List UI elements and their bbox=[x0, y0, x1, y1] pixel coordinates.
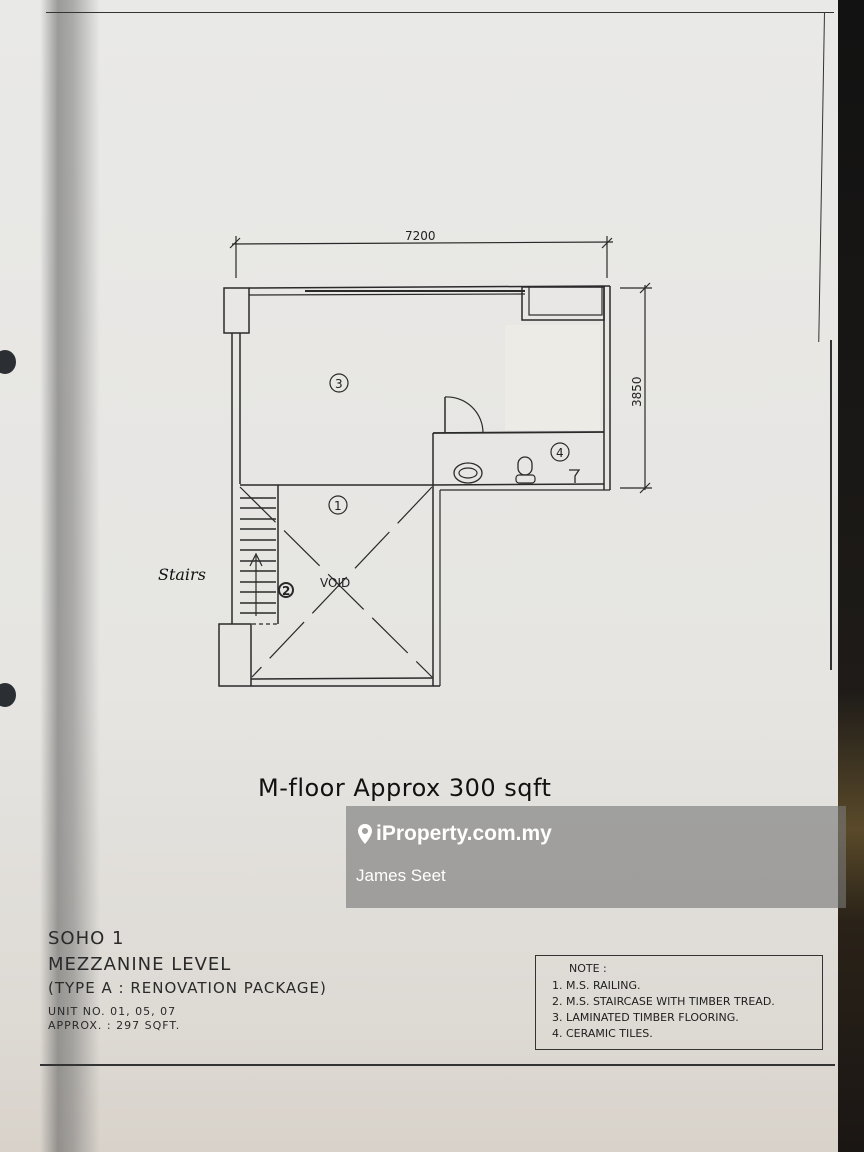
unit-numbers: UNIT NO. 01, 05, 07 bbox=[48, 1005, 177, 1018]
note-item: 4. CERAMIC TILES. bbox=[552, 1027, 653, 1040]
watermark-brand: iProperty.com.my bbox=[358, 822, 552, 846]
width-dimension-label: 7200 bbox=[405, 229, 436, 243]
column bbox=[223, 287, 250, 334]
area-number-2: 2 bbox=[282, 584, 290, 598]
area-number-3: 3 bbox=[335, 377, 343, 391]
note-item: 2. M.S. STAIRCASE WITH TIMBER TREAD. bbox=[552, 995, 775, 1008]
area-marker-3 bbox=[329, 373, 349, 393]
location-pin-icon bbox=[358, 824, 372, 844]
package-type: (TYPE A : RENOVATION PACKAGE) bbox=[48, 979, 327, 997]
notes-box: NOTE : 1. M.S. RAILING. 2. M.S. STAIRCAS… bbox=[535, 955, 823, 1050]
watermark-overlay: iProperty.com.my James Seet bbox=[346, 806, 846, 908]
drawing-frame-bottom bbox=[40, 1064, 835, 1066]
toilet-icon bbox=[517, 456, 533, 476]
watermark-brand-text: iProperty.com.my bbox=[376, 822, 552, 845]
title-block: SOHO 1 MEZZANINE LEVEL (TYPE A : RENOVAT… bbox=[48, 928, 327, 1032]
drawing-frame-top bbox=[46, 12, 834, 13]
floor-trap-icon bbox=[569, 469, 581, 483]
approx-area: APPROX. : 297 SQFT. bbox=[48, 1019, 181, 1032]
notes-heading: NOTE : bbox=[569, 962, 607, 975]
handwritten-area-note: M-floor Approx 300 sqft bbox=[258, 774, 552, 802]
binding-shadow bbox=[40, 0, 100, 1152]
dimension-line-width bbox=[231, 241, 614, 245]
punch-hole bbox=[0, 350, 16, 374]
background-table bbox=[838, 0, 864, 1152]
void-label: VOID bbox=[320, 576, 350, 590]
handwritten-stairs-label: Stairs bbox=[158, 565, 206, 584]
punch-hole bbox=[0, 683, 16, 707]
note-item: 3. LAMINATED TIMBER FLOORING. bbox=[552, 1011, 739, 1024]
erased-area bbox=[505, 325, 600, 430]
watermark-agent-name: James Seet bbox=[356, 866, 446, 885]
area-marker-4 bbox=[550, 442, 570, 462]
paper-sheet bbox=[0, 0, 843, 1152]
basin-icon bbox=[453, 462, 483, 484]
area-marker-2 bbox=[278, 582, 294, 598]
height-dimension-label: 3850 bbox=[630, 376, 644, 407]
drawing-frame-right bbox=[830, 340, 832, 670]
project-name: SOHO 1 bbox=[48, 928, 125, 949]
area-marker-1 bbox=[328, 495, 348, 515]
note-item: 1. M.S. RAILING. bbox=[552, 979, 641, 992]
level-name: MEZZANINE LEVEL bbox=[48, 954, 232, 975]
column bbox=[218, 623, 252, 687]
area-number-1: 1 bbox=[334, 499, 342, 513]
area-number-4: 4 bbox=[556, 446, 564, 460]
